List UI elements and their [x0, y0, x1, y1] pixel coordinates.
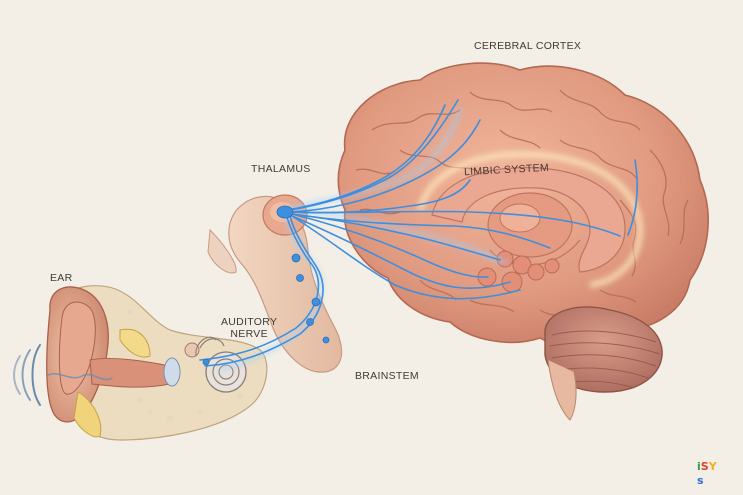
- logo-letter: S: [700, 460, 709, 473]
- sound-waves-icon: [13, 344, 113, 406]
- logo-letter: s: [697, 474, 704, 487]
- brainstem-label: BRAINSTEM: [355, 370, 419, 382]
- auditory-nerve-label: AUDITORY NERVE: [221, 316, 277, 340]
- limbic-system: [431, 167, 626, 293]
- ear-label: EAR: [50, 272, 73, 284]
- thalamus-label: THALAMUS: [251, 163, 311, 175]
- logo-letter: i: [697, 460, 701, 473]
- brain: [337, 62, 709, 347]
- ear: [46, 285, 268, 441]
- auditory-nerve-label-line2: NERVE: [230, 328, 268, 340]
- neural-pathways: [199, 99, 638, 371]
- cerebral-cortex-label: CEREBRAL CORTEX: [474, 40, 582, 52]
- logo-letter: Y: [708, 460, 717, 473]
- cerebellum: [544, 306, 663, 421]
- auditory-nerve-label-line1: AUDITORY: [221, 316, 278, 328]
- brand-logo: iSYs: [697, 460, 723, 487]
